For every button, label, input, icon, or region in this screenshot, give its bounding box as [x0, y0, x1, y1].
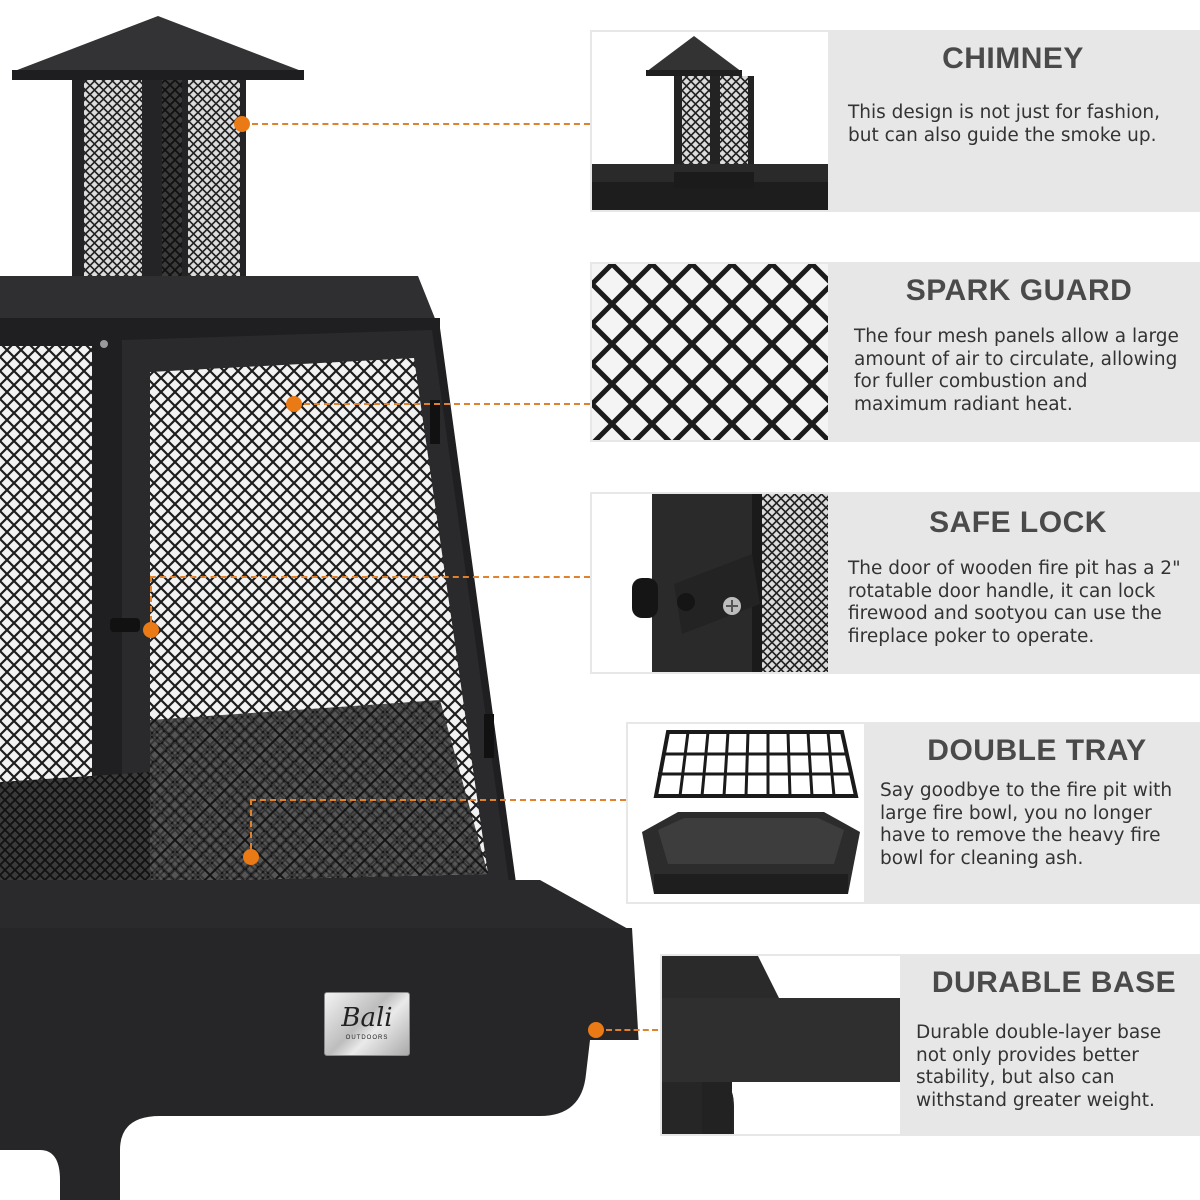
callout-dot-chimney — [234, 116, 250, 132]
feature-title: DURABLE BASE — [931, 966, 1177, 999]
safe-lock-photo — [592, 494, 828, 672]
feature-panel-safe-lock: SAFE LOCK The door of wooden fire pit ha… — [590, 492, 1200, 674]
base — [0, 880, 652, 1200]
chimney-photo — [592, 32, 828, 210]
fire-pit-illustration — [0, 16, 652, 1200]
callout-dot-spark-guard — [286, 396, 302, 412]
callout-dot-durable-base — [588, 1022, 604, 1038]
feature-title: DOUBLE TRAY — [927, 734, 1147, 767]
durable-base-text: DURABLE BASE Durable double-layer base n… — [916, 966, 1192, 1112]
spark-guard-body — [0, 328, 520, 924]
callout-line-chimney — [252, 123, 590, 125]
brand-logo: Bali — [341, 1003, 393, 1033]
feature-description: Say goodbye to the fire pit with large f… — [880, 780, 1173, 869]
feature-description: Durable double-layer base not only provi… — [916, 1022, 1162, 1111]
callout-dot-double-tray — [243, 849, 259, 865]
brand-logo-subtext: OUTDOORS — [345, 1035, 389, 1041]
feature-panel-durable-base: DURABLE BASE Durable double-layer base n… — [660, 954, 1200, 1136]
feature-panel-spark-guard: SPARK GUARD The four mesh panels allow a… — [590, 262, 1200, 442]
safe-lock-text: SAFE LOCK The door of wooden fire pit ha… — [848, 506, 1188, 648]
durable-base-photo — [662, 956, 900, 1134]
chimney — [12, 16, 304, 292]
feature-panel-double-tray: DOUBLE TRAY Say goodbye to the fire pit … — [626, 722, 1200, 904]
feature-description: The four mesh panels allow a large amoun… — [854, 326, 1179, 415]
spark-guard-text: SPARK GUARD The four mesh panels allow a… — [854, 274, 1184, 416]
top-plate — [0, 276, 440, 328]
feature-panel-chimney: CHIMNEY This design is not just for fash… — [590, 30, 1200, 212]
spark-guard-photo — [592, 264, 828, 440]
grate — [653, 730, 859, 798]
double-tray-text: DOUBLE TRAY Say goodbye to the fire pit … — [880, 734, 1194, 870]
callout-line-double-tray — [250, 799, 626, 801]
callout-line-durable-base — [606, 1029, 658, 1031]
brand-logo-plate: Bali OUTDOORS — [324, 992, 410, 1056]
chimney-text: CHIMNEY This design is not just for fash… — [848, 42, 1178, 147]
feature-title: CHIMNEY — [942, 42, 1084, 75]
feature-title: SAFE LOCK — [929, 506, 1107, 539]
feature-description: This design is not just for fashion, but… — [848, 102, 1161, 146]
feature-title: SPARK GUARD — [905, 274, 1133, 307]
callout-vline-safe-lock — [150, 576, 152, 622]
double-tray-photo — [628, 724, 864, 902]
callout-vline-double-tray — [250, 799, 252, 849]
callout-line-safe-lock — [150, 576, 590, 578]
callout-line-spark-guard — [304, 403, 590, 405]
feature-description: The door of wooden fire pit has a 2" rot… — [848, 558, 1181, 647]
ash-tray — [642, 812, 860, 894]
callout-dot-safe-lock — [143, 622, 159, 638]
